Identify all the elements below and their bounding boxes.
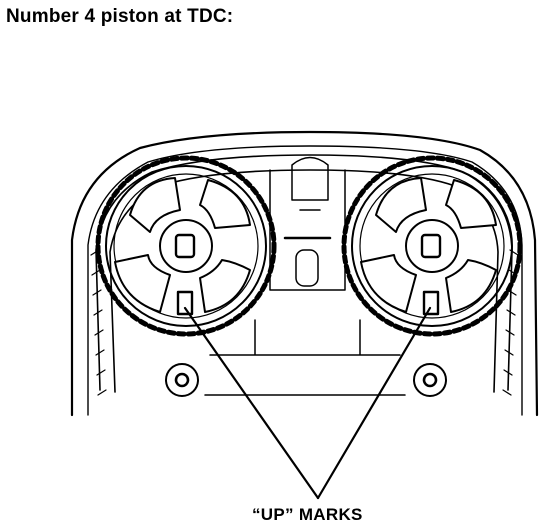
belt-cover-outline: [70, 130, 539, 417]
belt-tensioner-rollers: [165, 363, 447, 397]
right-camshaft-pulley: [341, 155, 523, 337]
left-camshaft-pulley: [95, 155, 277, 337]
leader-lines: [183, 306, 432, 500]
up-marks-callout: “UP” MARKS: [252, 505, 363, 524]
diagram-title: Number 4 piston at TDC:: [6, 6, 234, 27]
